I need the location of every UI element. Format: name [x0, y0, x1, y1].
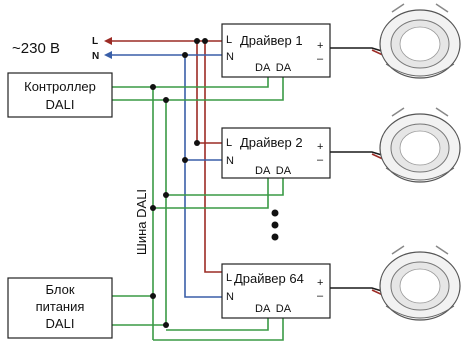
driver-1-box: L N Драйвер 1 DA DA + – [221, 23, 331, 78]
driver-64-box: L N Драйвер 64 DA DA + – [221, 263, 331, 319]
driver-1-plus: + [317, 40, 323, 52]
driver-2-plus: + [317, 141, 323, 153]
mains-line-label: L [92, 36, 98, 47]
downlight-icon [379, 3, 461, 79]
driver-2-minus: – [317, 154, 324, 166]
controller-title: Контроллер [24, 79, 96, 94]
output-cables [330, 47, 386, 297]
mains-neutral-label: N [92, 51, 99, 62]
driver-64-n-terminal: N [226, 291, 234, 303]
driver-1-title: Драйвер 1 [240, 33, 303, 48]
driver-64-title: Драйвер 64 [234, 271, 304, 286]
junction-dots [150, 38, 208, 328]
driver-64-plus: + [317, 277, 323, 289]
driver-1-minus: – [317, 53, 324, 65]
driver-1-da-terminals: DA DA [255, 62, 292, 74]
downlight-icon [379, 245, 461, 321]
ellipsis-dots [271, 209, 279, 241]
driver-2-l-terminal: L [226, 137, 232, 149]
driver-64-da-terminals: DA DA [255, 303, 292, 315]
driver-1-n-terminal: N [226, 51, 234, 63]
dali-bus-label: Шина DALI [134, 189, 149, 255]
controller-subtitle: DALI [46, 97, 75, 112]
driver-2-box: L N Драйвер 2 DA DA + – [221, 127, 331, 179]
dali-controller-box: Контроллер DALI [7, 72, 113, 118]
neutral-arrow-icon [104, 51, 112, 59]
driver-2-da-terminals: DA DA [255, 165, 292, 177]
driver-2-title: Драйвер 2 [240, 135, 303, 150]
downlight-icon [379, 107, 461, 183]
mains-voltage-label: ~230 В [12, 40, 60, 57]
driver-2-n-terminal: N [226, 155, 234, 167]
psu-line1: Блок [45, 282, 74, 297]
dali-psu-box: Блок питания DALI [7, 277, 113, 339]
driver-64-l-terminal: L [226, 272, 232, 284]
driver-64-minus: – [317, 290, 324, 302]
line-arrow-icon [104, 37, 112, 45]
psu-line3: DALI [46, 316, 75, 331]
psu-line2: питания [36, 299, 85, 314]
driver-1-l-terminal: L [226, 34, 232, 46]
